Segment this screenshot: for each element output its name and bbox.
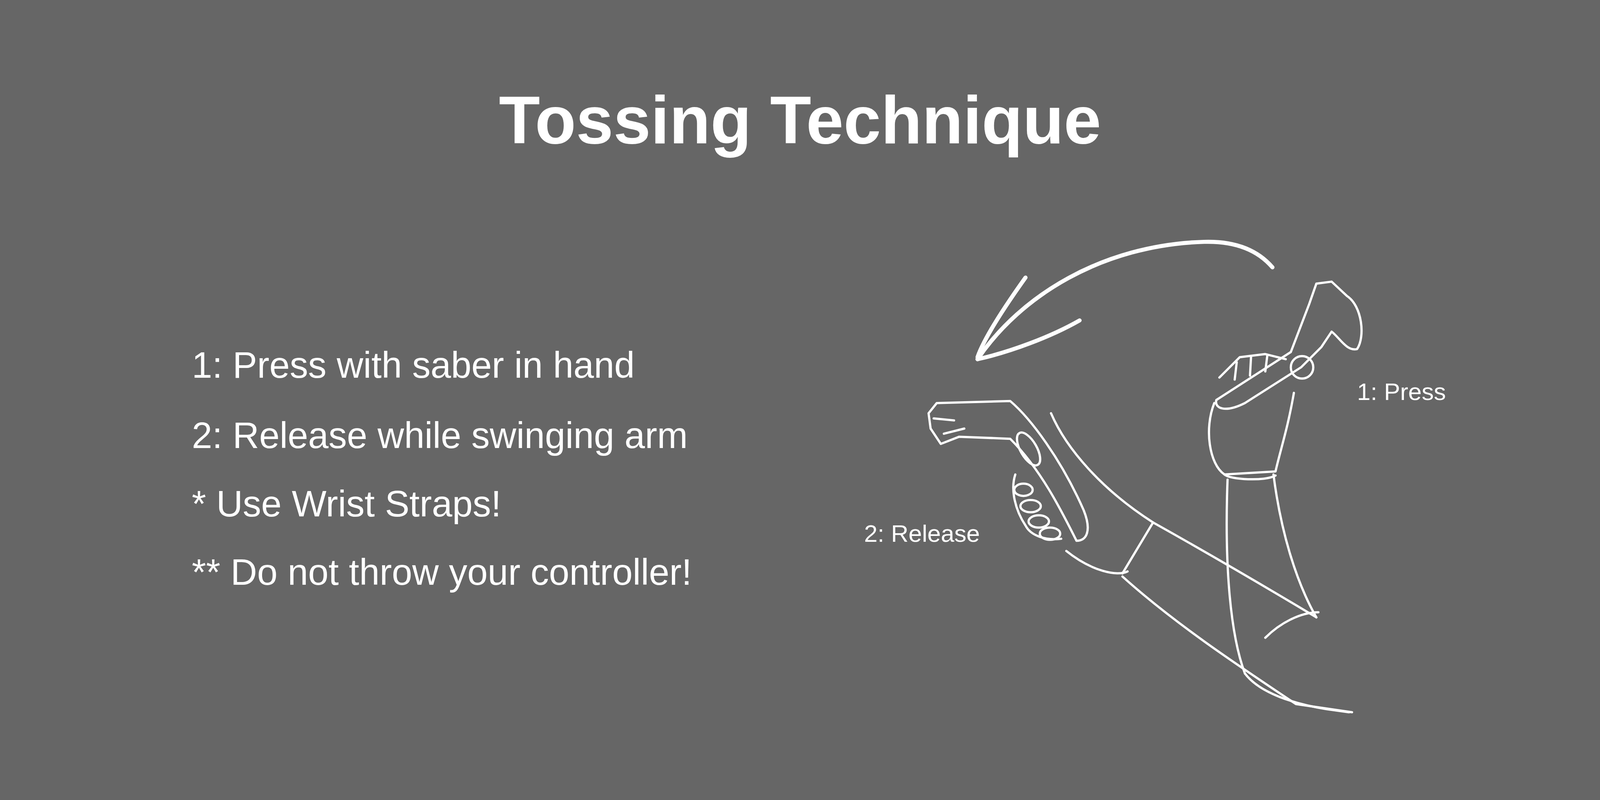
releasing-hand: [928, 401, 1352, 713]
instruction-step: 1: Press with saber in hand: [191, 344, 635, 387]
finger-line: [1013, 474, 1062, 540]
forearm-line: [1051, 413, 1154, 523]
forearm-line: [1122, 576, 1352, 713]
wrist-line: [1066, 551, 1128, 574]
finger-line: [1219, 353, 1286, 378]
instruction-note: ** Do not throw your controller!: [191, 551, 692, 594]
callout-label: 1: Press: [1357, 377, 1446, 406]
swing-arc: [977, 241, 1273, 360]
instruction-step: 2: Release while swinging arm: [191, 414, 688, 457]
callout-label: 2: Release: [864, 519, 980, 548]
swing-arc-line: [977, 241, 1273, 360]
instruction-note: * Use Wrist Straps!: [191, 482, 502, 525]
diagram-title: Tossing Technique: [498, 81, 1102, 159]
finger-line: [1020, 500, 1041, 513]
swing-arc-line: [977, 277, 1026, 358]
swing-arc-line: [977, 320, 1080, 359]
controller-outline: [1216, 281, 1362, 409]
controller-ring: [1290, 356, 1313, 379]
forearm-line: [1153, 522, 1317, 618]
fist-outline: [1208, 392, 1294, 475]
controller-outline: [928, 401, 1088, 542]
wrist-line: [1224, 474, 1276, 480]
finger-line: [1234, 355, 1268, 380]
elbow-line: [1265, 612, 1319, 638]
controller-detail: [933, 418, 965, 434]
finger-line: [1039, 527, 1061, 540]
controller-button: [1012, 428, 1045, 469]
finger-line: [1028, 515, 1049, 528]
forearm-line: [1226, 479, 1245, 674]
finger-line: [1014, 483, 1033, 496]
pressing-hand: [1208, 281, 1362, 713]
sleeve-line: [1122, 522, 1153, 574]
